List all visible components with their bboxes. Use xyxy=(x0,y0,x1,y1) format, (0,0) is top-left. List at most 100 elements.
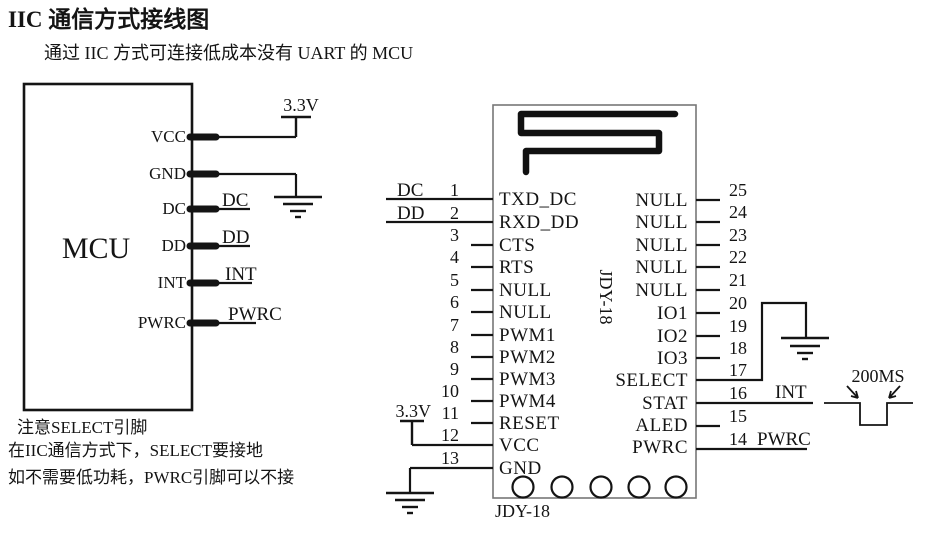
jdy18-bottom-label: JDY-18 xyxy=(495,501,550,521)
jdy18-right-pin-22: 22 NULL xyxy=(635,247,747,278)
jdy18-right-pin-17: 17 SELECT xyxy=(615,301,808,391)
power-3v3-symbol-module: 3.3V xyxy=(396,401,432,445)
pin-label: IO3 xyxy=(657,348,688,369)
pin-number: 15 xyxy=(729,406,747,426)
pin-number: 4 xyxy=(450,247,459,267)
pin-label: NULL xyxy=(635,280,688,301)
jdy18-left-pin-1: DC 1 TXD_DC xyxy=(386,180,577,210)
jdy18-left-pin-10: 10 PWM4 xyxy=(441,381,556,412)
pad-circle xyxy=(664,475,688,499)
pulse-width-label: 200MS xyxy=(851,366,904,386)
net-label-int: INT xyxy=(225,264,257,285)
net-label-dc: DC xyxy=(222,190,248,211)
power-3v3-symbol: 3.3V xyxy=(281,95,319,137)
pin-number: 19 xyxy=(729,316,747,336)
net-label-int: INT xyxy=(775,382,807,403)
pin-number: 6 xyxy=(450,292,459,312)
note-line-1: 注意SELECT引脚 xyxy=(17,418,147,437)
bottom-pads xyxy=(511,475,688,499)
page-subtitle: 通过 IIC 方式可连接低成本没有 UART 的 MCU xyxy=(44,43,413,63)
pulse-waveform: 200MS xyxy=(824,366,913,426)
jdy18-right-pin-18: 18 IO3 xyxy=(657,338,747,369)
jdy18-left-pin-2: DD 2 RXD_DD xyxy=(386,203,579,233)
mcu-label: MCU xyxy=(62,232,131,265)
pin-label: STAT xyxy=(642,393,688,414)
dimension-arrow-left-icon xyxy=(846,385,859,399)
jdy18-left-pin-8: 8 PWM2 xyxy=(450,337,556,368)
dimension-arrow-right-icon xyxy=(888,385,901,399)
pad-circle xyxy=(511,475,535,499)
pin-label: VCC xyxy=(499,435,540,456)
jdy18-box xyxy=(492,104,697,499)
jdy18-left-pin-5: 5 NULL xyxy=(450,270,552,301)
pin-label: PWRC xyxy=(632,437,688,458)
pin-number: 16 xyxy=(729,383,747,403)
mcu-pin-pwrc: PWRC PWRC xyxy=(138,304,282,332)
pad-circle xyxy=(589,475,613,499)
note-line-3: 如不需要低功耗，PWRC引脚可以不接 xyxy=(8,468,294,487)
pin-number: 14 xyxy=(729,429,747,449)
jdy18-left-pin-12: 12 VCC xyxy=(412,425,540,456)
pin-label: IO1 xyxy=(657,303,688,324)
pulse-trace xyxy=(824,402,913,426)
jdy18-right-pin-24: 24 NULL xyxy=(635,202,747,233)
pin-label: RTS xyxy=(499,257,534,278)
mcu-pin-gnd-name: GND xyxy=(149,164,186,183)
pin-number: 1 xyxy=(450,180,459,200)
pin-number: 12 xyxy=(441,425,459,445)
ground-symbol-module xyxy=(386,491,434,515)
jdy18-right-pin-25: 25 NULL xyxy=(635,180,747,211)
ground-symbol-select xyxy=(781,336,829,361)
mcu-pin-pwrc-name: PWRC xyxy=(138,313,186,332)
pin-number: 3 xyxy=(450,225,459,245)
pad-circle xyxy=(550,475,574,499)
pin-label: PWM4 xyxy=(499,391,556,412)
pin-number: 10 xyxy=(441,381,459,401)
wire-select-to-ground xyxy=(696,301,808,382)
mcu-pin-dc-name: DC xyxy=(162,199,186,218)
pin-label: NULL xyxy=(635,257,688,278)
net-label-dc: DC xyxy=(397,180,423,201)
mcu-pin-dc: DC DC xyxy=(162,190,250,218)
jdy18-vertical-label: JDY-18 xyxy=(596,269,616,324)
pin-label: NULL xyxy=(635,235,688,256)
pin-number: 11 xyxy=(442,403,459,423)
pin-label: CTS xyxy=(499,235,535,256)
jdy18-left-pin-4: 4 RTS xyxy=(450,247,534,278)
pin-label: GND xyxy=(499,458,542,479)
mcu-pin-dd-name: DD xyxy=(161,236,186,255)
pin-number: 13 xyxy=(441,448,459,468)
jdy18-right-pin-14: 14 PWRC PWRC xyxy=(632,429,811,458)
module-power-label: 3.3V xyxy=(396,401,432,421)
jdy18-left-pin-7: 7 PWM1 xyxy=(450,315,555,346)
ground-symbol-mcu xyxy=(274,195,322,219)
jdy18-left-pin-6: 6 NULL xyxy=(450,292,551,323)
pin-label: TXD_DC xyxy=(499,189,577,210)
pin-label: SELECT xyxy=(615,370,688,391)
pad-circle xyxy=(627,475,651,499)
jdy18-left-pin-11: 11 RESET xyxy=(442,403,559,434)
pin-number: 20 xyxy=(729,293,747,313)
antenna-icon xyxy=(517,110,679,176)
pin-label: PWM2 xyxy=(499,347,556,368)
jdy18-right-pin-16: 16 INT STAT xyxy=(642,382,813,414)
pin-number: 17 xyxy=(729,360,747,380)
jdy18-right-pin-23: 23 NULL xyxy=(635,225,747,256)
pin-number: 18 xyxy=(729,338,747,358)
jdy18-right-pin-19: 19 IO2 xyxy=(657,316,747,347)
mcu-pin-gnd: GND xyxy=(149,164,298,196)
header: IIC 通信方式接线图 通过 IIC 方式可连接低成本没有 UART 的 MCU xyxy=(8,6,413,63)
pin-label: NULL xyxy=(635,212,688,233)
pin-number: 23 xyxy=(729,225,747,245)
jdy18-module: JDY-18 JDY-18 DC 1 TXD_DC DD 2 RXD_DD 3 … xyxy=(386,104,829,521)
mcu-pin-vcc-name: VCC xyxy=(151,127,186,146)
pin-number: 22 xyxy=(729,247,747,267)
pin-number: 25 xyxy=(729,180,747,200)
pin-label: NULL xyxy=(499,280,552,301)
note-line-2: 在IIC通信方式下，SELECT要接地 xyxy=(8,441,263,460)
pin-number: 2 xyxy=(450,203,459,223)
pin-number: 24 xyxy=(729,202,747,222)
jdy18-right-pin-20: 20 IO1 xyxy=(657,293,747,324)
